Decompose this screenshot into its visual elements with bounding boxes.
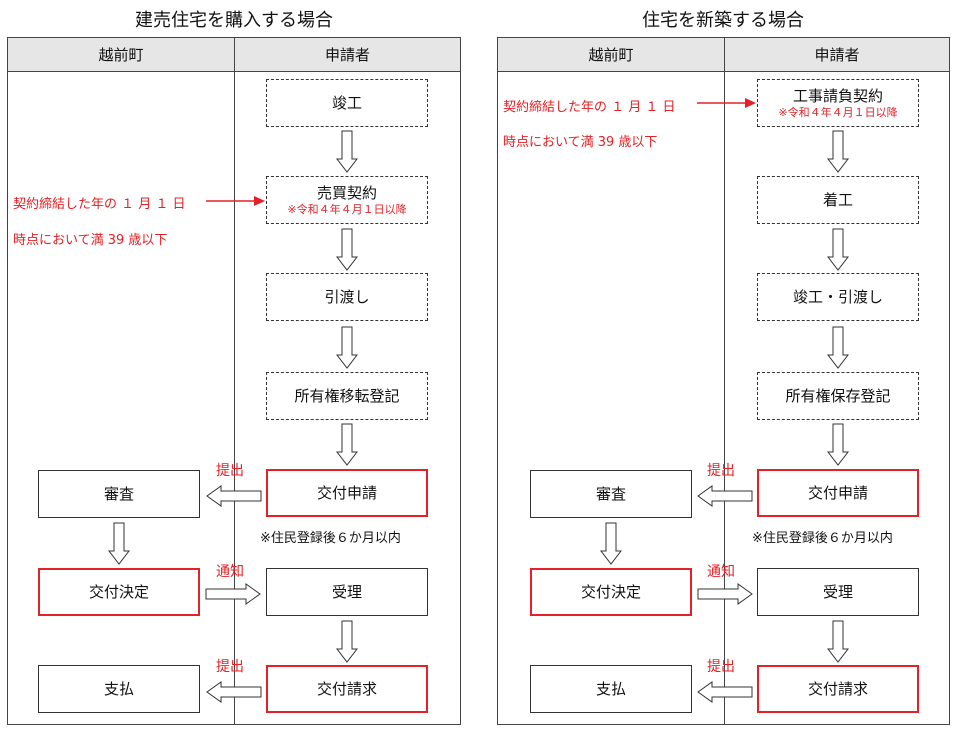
right-down-arrow-1 xyxy=(826,130,850,173)
step-label: 交付申請 xyxy=(316,483,377,502)
step-label: 交付請求 xyxy=(807,679,868,698)
left-down-arrow-2 xyxy=(335,228,359,271)
step-label: 支払 xyxy=(103,679,134,698)
right-column-divider xyxy=(724,72,725,724)
right-red-pointer-arrow xyxy=(697,98,756,108)
step-label: 交付申請 xyxy=(807,483,868,502)
left-step-completion: 竣工 xyxy=(266,79,428,127)
right-header-applicant: 申請者 xyxy=(724,38,949,72)
left-column-divider xyxy=(234,72,235,724)
right-down-arrow-town xyxy=(599,522,623,565)
right-down-arrow-3 xyxy=(826,326,850,369)
right-label-submit-2: 提出 xyxy=(707,659,735,675)
step-label: 着工 xyxy=(822,190,853,209)
left-town-review: 審査 xyxy=(38,470,200,518)
right-panel xyxy=(497,37,950,725)
right-panel-title: 住宅を新築する場合 xyxy=(642,10,804,31)
step-label: 所有権移転登記 xyxy=(294,386,400,405)
right-age-condition-line1: 契約締結した年の １ 月 １ 日 xyxy=(503,100,676,115)
right-down-arrow-5 xyxy=(826,620,850,663)
step-label: 引渡し xyxy=(324,287,370,306)
left-label-submit-2: 提出 xyxy=(216,659,244,675)
left-panel xyxy=(7,37,461,725)
right-step-preservation-registration: 所有権保存登記 xyxy=(757,372,919,420)
step-label: 支払 xyxy=(595,679,626,698)
left-label-notify: 通知 xyxy=(216,564,244,580)
left-header-town: 越前町 xyxy=(8,38,234,72)
right-age-condition-line2: 時点において満 39 歳以下 xyxy=(503,135,658,150)
right-header-town: 越前町 xyxy=(498,38,724,72)
left-age-condition-line1: 契約締結した年の １ 月 １ 日 xyxy=(13,197,186,212)
step-label: 受理 xyxy=(822,582,853,601)
step-label: 竣工・引渡し xyxy=(792,287,883,306)
right-label-submit: 提出 xyxy=(707,463,735,479)
right-step-construction-contract: 工事請負契約 ※令和４年４月１日以降 xyxy=(757,79,919,127)
step-label: 交付決定 xyxy=(580,582,641,601)
step-label: 交付請求 xyxy=(316,679,377,698)
right-arrow-notify xyxy=(697,583,753,605)
step-label: 受理 xyxy=(331,582,362,601)
left-down-arrow-4 xyxy=(335,423,359,466)
left-down-arrow-3 xyxy=(335,326,359,369)
left-town-payment: 支払 xyxy=(38,665,200,713)
right-arrow-submit-2 xyxy=(697,681,753,703)
left-arrow-notify xyxy=(205,583,261,605)
step-label: 工事請負契約 xyxy=(792,86,883,105)
left-arrow-submit-2 xyxy=(206,681,262,703)
left-down-arrow-5 xyxy=(335,620,359,663)
right-apply-note: ※住民登録後６か月以内 xyxy=(752,531,893,546)
left-down-arrow-1 xyxy=(335,130,359,173)
right-down-arrow-4 xyxy=(826,423,850,466)
right-town-review: 審査 xyxy=(530,470,692,518)
left-step-sales-contract: 売買契約 ※令和４年４月１日以降 xyxy=(266,176,428,224)
left-age-condition-line2: 時点において満 39 歳以下 xyxy=(13,233,168,248)
right-step-completion-handover: 竣工・引渡し xyxy=(757,273,919,321)
step-label: 審査 xyxy=(595,484,626,503)
left-step-request: 交付請求 xyxy=(266,665,428,713)
step-label: 売買契約 xyxy=(316,183,377,202)
left-arrow-submit xyxy=(206,485,262,507)
step-label: 竣工 xyxy=(331,93,362,112)
left-label-submit: 提出 xyxy=(216,463,244,479)
left-town-decision: 交付決定 xyxy=(38,568,200,616)
right-arrow-submit xyxy=(697,485,753,507)
left-apply-note: ※住民登録後６か月以内 xyxy=(260,531,401,546)
contract-date-note: ※令和４年４月１日以降 xyxy=(287,202,407,216)
step-label: 所有権保存登記 xyxy=(785,386,891,405)
right-step-receipt: 受理 xyxy=(757,568,919,616)
left-panel-title: 建売住宅を購入する場合 xyxy=(135,10,333,31)
right-town-payment: 支払 xyxy=(530,665,692,713)
left-step-receipt: 受理 xyxy=(266,568,428,616)
step-label: 交付決定 xyxy=(88,582,149,601)
left-step-handover: 引渡し xyxy=(266,273,428,321)
right-step-apply: 交付申請 xyxy=(757,469,919,517)
right-label-notify: 通知 xyxy=(707,564,735,580)
contract-date-note: ※令和４年４月１日以降 xyxy=(778,105,898,119)
left-step-apply: 交付申請 xyxy=(266,469,428,517)
left-step-transfer-registration: 所有権移転登記 xyxy=(266,372,428,420)
left-header-applicant: 申請者 xyxy=(234,38,460,72)
right-step-request: 交付請求 xyxy=(757,665,919,713)
right-step-start-construction: 着工 xyxy=(757,176,919,224)
right-down-arrow-2 xyxy=(826,228,850,271)
left-red-pointer-arrow xyxy=(206,196,265,206)
left-down-arrow-town xyxy=(107,522,131,565)
right-town-decision: 交付決定 xyxy=(530,568,692,616)
step-label: 審査 xyxy=(103,484,134,503)
